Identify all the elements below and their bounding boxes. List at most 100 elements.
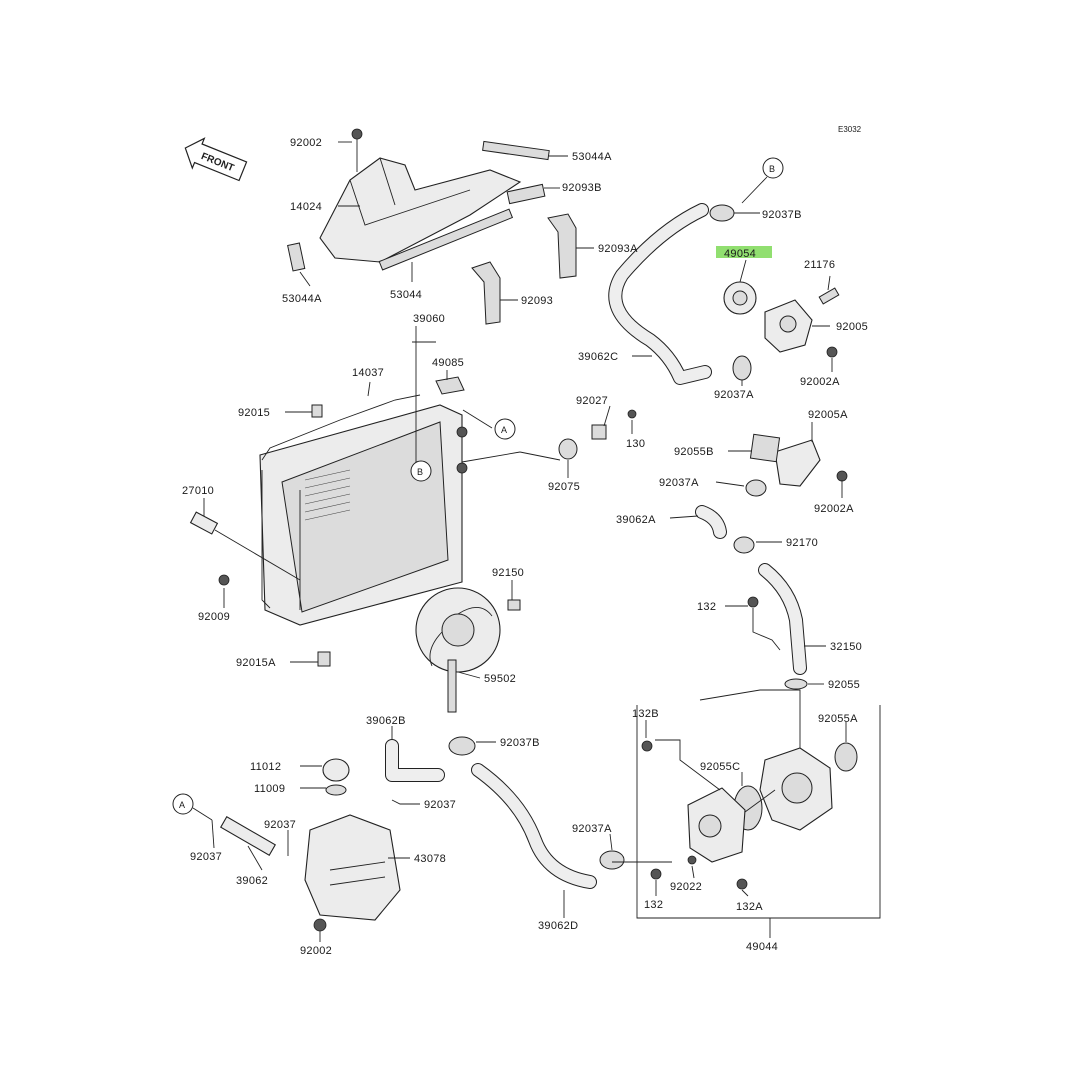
label-11012: 11012	[250, 761, 281, 773]
seal-92093	[471, 261, 501, 325]
reservoir-tank-43078	[304, 814, 401, 921]
label-92093a: 92093A	[598, 243, 638, 255]
label-49085: 49085	[432, 357, 464, 369]
label-27010: 27010	[182, 485, 214, 497]
svg-text:A: A	[179, 800, 185, 810]
assembly-bracket-49044	[636, 705, 881, 919]
label-92037a-mid: 92037A	[659, 477, 699, 489]
label-132a: 132A	[736, 901, 763, 913]
label-92002a-mid: 92002A	[814, 503, 854, 515]
label-92022: 92022	[670, 881, 702, 893]
label-21176: 21176	[804, 259, 835, 271]
clip-92015	[311, 404, 323, 418]
thermostat-housing-92005	[764, 299, 813, 353]
label-92005: 92005	[836, 321, 868, 333]
label-53044a-left: 53044A	[282, 293, 322, 305]
label-92037-b: 92037	[264, 819, 296, 831]
hose-39062	[219, 816, 277, 856]
label-53044a-right: 53044A	[572, 151, 612, 163]
bolt-92002a-top	[826, 346, 838, 358]
seal-92093a	[547, 213, 577, 279]
label-92150: 92150	[492, 567, 524, 579]
thermostat-49054	[723, 281, 757, 315]
bolt-92002a-mid	[836, 470, 848, 482]
label-92055: 92055	[828, 679, 860, 691]
bolt-132-low	[650, 868, 662, 880]
label-11009: 11009	[254, 783, 285, 795]
label-59502: 59502	[484, 673, 516, 685]
cap-11012	[322, 758, 350, 782]
bolt-92002-top	[351, 128, 363, 172]
part-labels: 92002 14024 53044A 92093B 92093A 53044A …	[182, 137, 868, 957]
label-39062b: 39062B	[366, 715, 406, 727]
seal-53044a-right	[482, 140, 550, 161]
o-ring-92055	[784, 678, 808, 690]
label-32150: 32150	[830, 641, 862, 653]
label-92037b-top: 92037B	[762, 209, 802, 221]
label-92037a-low: 92037A	[572, 823, 612, 835]
o-ring-92055a	[834, 742, 858, 772]
clip-92015a	[317, 651, 331, 667]
label-132-top: 132	[697, 601, 716, 613]
radiator-shroud-14037-b	[261, 470, 271, 609]
seal-53044	[378, 208, 514, 271]
label-92055a: 92055A	[818, 713, 858, 725]
label-39062c: 39062C	[578, 351, 618, 363]
seal-92093b	[506, 183, 546, 205]
leader-lines	[192, 141, 847, 942]
label-39062: 39062	[236, 875, 268, 887]
label-92002-top: 92002	[290, 137, 322, 149]
sensor-21176	[818, 287, 840, 305]
label-49044: 49044	[746, 941, 778, 953]
label-92075: 92075	[548, 481, 580, 493]
label-14024: 14024	[290, 201, 322, 213]
fan-switch-27010	[189, 511, 301, 581]
callout-a-top: A	[494, 418, 516, 440]
callout-b-mid: B	[410, 460, 432, 482]
label-92015a: 92015A	[236, 657, 276, 669]
label-49054: 49054	[724, 248, 756, 260]
clamp-92037a-low	[599, 850, 625, 870]
label-39060: 39060	[413, 313, 445, 325]
clamp-92037a-top	[732, 355, 752, 381]
label-14037: 14037	[352, 367, 384, 379]
label-92093b: 92093B	[562, 182, 602, 194]
label-92055c: 92055C	[700, 761, 740, 773]
pump-cover	[687, 787, 746, 863]
radiator-shroud-14037	[261, 394, 421, 461]
label-92055b: 92055B	[674, 446, 714, 458]
label-92009: 92009	[198, 611, 230, 623]
bolt-92002-low	[313, 918, 327, 932]
clamp-92037a-mid	[745, 479, 767, 497]
housing-92005a	[774, 439, 821, 487]
pump-body	[759, 747, 833, 831]
radiator	[259, 404, 468, 626]
clamp-92037b-low	[448, 736, 476, 756]
label-92005a: 92005A	[808, 409, 848, 421]
seal-53044a-left	[287, 242, 306, 272]
label-92027: 92027	[576, 395, 608, 407]
label-130: 130	[626, 438, 645, 450]
callout-b-top: B	[741, 157, 784, 204]
highlight-49054	[716, 246, 772, 258]
grommet-92075	[558, 438, 578, 460]
air-duct-shroud	[319, 157, 522, 263]
bolt-132b	[641, 740, 653, 752]
clamp-92037b-top	[709, 204, 735, 222]
label-92015: 92015	[238, 407, 270, 419]
washer-92022	[687, 855, 697, 865]
label-39062d: 39062D	[538, 920, 578, 932]
label-92002-low: 92002	[300, 945, 332, 957]
label-92037-a: 92037	[424, 799, 456, 811]
label-92002a-top: 92002A	[800, 376, 840, 388]
svg-text:A: A	[501, 425, 507, 435]
bolt-92009	[218, 574, 230, 586]
label-53044: 53044	[390, 289, 422, 301]
diagram-code: E3032	[838, 125, 862, 134]
label-39062a: 39062A	[616, 514, 656, 526]
front-arrow-icon: FRONT	[184, 137, 248, 182]
label-132-low: 132	[644, 899, 663, 911]
gasket-92055b	[749, 433, 781, 463]
bolt-92150	[507, 599, 521, 611]
